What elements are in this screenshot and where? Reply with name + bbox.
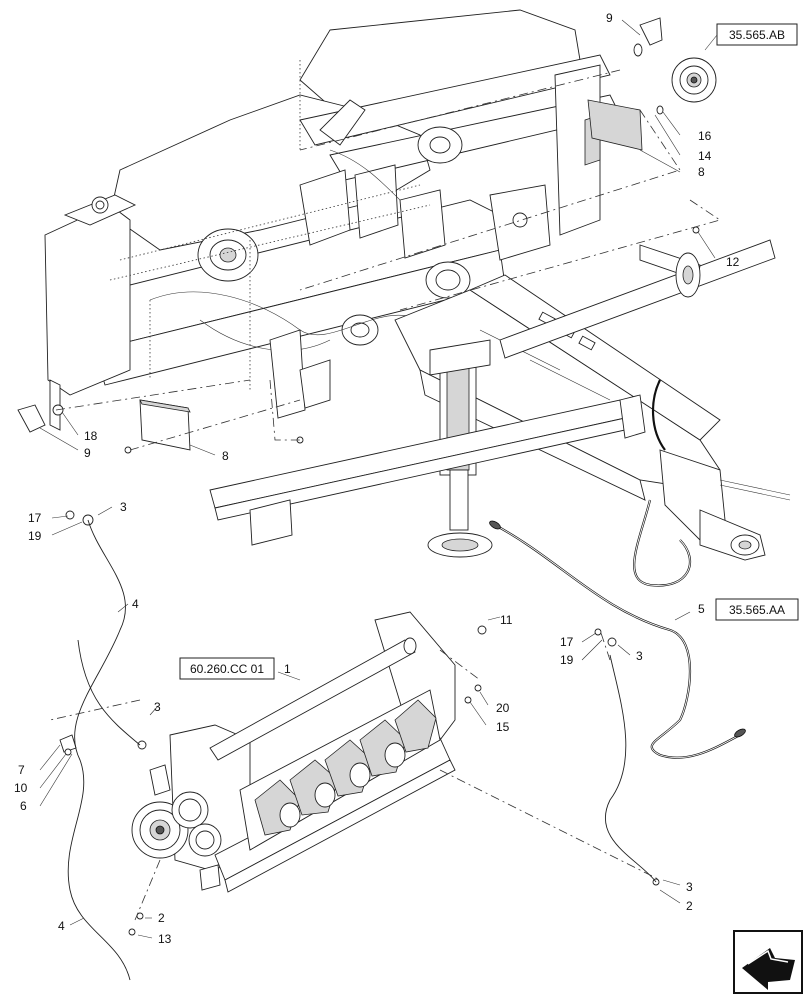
- callout-1: 1: [284, 662, 291, 676]
- svg-text:35.565.AB: 35.565.AB: [729, 28, 785, 42]
- callout-15: 15: [496, 720, 510, 734]
- callout-3: 3: [120, 500, 127, 514]
- callout-4: 4: [132, 597, 139, 611]
- callout-9: 9: [84, 446, 91, 460]
- rotor-assembly: [131, 611, 456, 893]
- callout-6: 6: [20, 799, 27, 813]
- assembly-lines: [49, 69, 721, 921]
- callout-18: 18: [84, 429, 98, 443]
- callout-7: 7: [18, 763, 25, 777]
- callout-17: 17: [28, 511, 42, 525]
- svg-text:60.260.CC 01: 60.260.CC 01: [190, 662, 264, 676]
- callout-3: 3: [636, 649, 643, 663]
- reference-box-mid-right[interactable]: 35.565.AA: [715, 598, 799, 621]
- callout-10: 10: [14, 781, 28, 795]
- baler-frame-assembly: [44, 9, 621, 431]
- lower-axle-beam: [209, 394, 646, 546]
- right-axle-beam: [499, 239, 776, 359]
- callout-19: 19: [28, 529, 42, 543]
- reference-box-top-right[interactable]: 35.565.AB: [716, 23, 798, 46]
- small-hardware: [59, 436, 660, 936]
- shield-plate-upper: [587, 99, 643, 151]
- callout-5: 5: [698, 602, 705, 616]
- callout-2: 2: [158, 911, 165, 925]
- shield-plate-lower: [139, 399, 191, 451]
- callout-12: 12: [726, 255, 740, 269]
- jack-stand: [427, 339, 493, 558]
- callout-2: 2: [686, 899, 693, 913]
- callout-19: 19: [560, 653, 574, 667]
- callout-numbers: 9 16 14 8 12 18 9 8 17 19 3 4 5 11 1 17 …: [14, 11, 740, 946]
- callout-16: 16: [698, 129, 712, 143]
- callout-3: 3: [154, 700, 161, 714]
- reference-box-center-left[interactable]: 60.260.CC 01: [179, 657, 275, 680]
- callout-14: 14: [698, 149, 712, 163]
- callout-8: 8: [222, 449, 229, 463]
- callout-4: 4: [58, 919, 65, 933]
- callout-13: 13: [158, 932, 172, 946]
- navigation-arrow-icon[interactable]: [733, 930, 803, 994]
- callout-9: 9: [606, 11, 613, 25]
- svg-text:35.565.AA: 35.565.AA: [729, 603, 785, 617]
- callout-17: 17: [560, 635, 574, 649]
- callout-20: 20: [496, 701, 510, 715]
- callout-3: 3: [686, 880, 693, 894]
- callout-leaders: [39, 19, 716, 939]
- callout-11: 11: [500, 613, 513, 627]
- top-right-hub: [633, 17, 717, 234]
- callout-8: 8: [698, 165, 705, 179]
- hydraulic-hoses: [67, 519, 746, 981]
